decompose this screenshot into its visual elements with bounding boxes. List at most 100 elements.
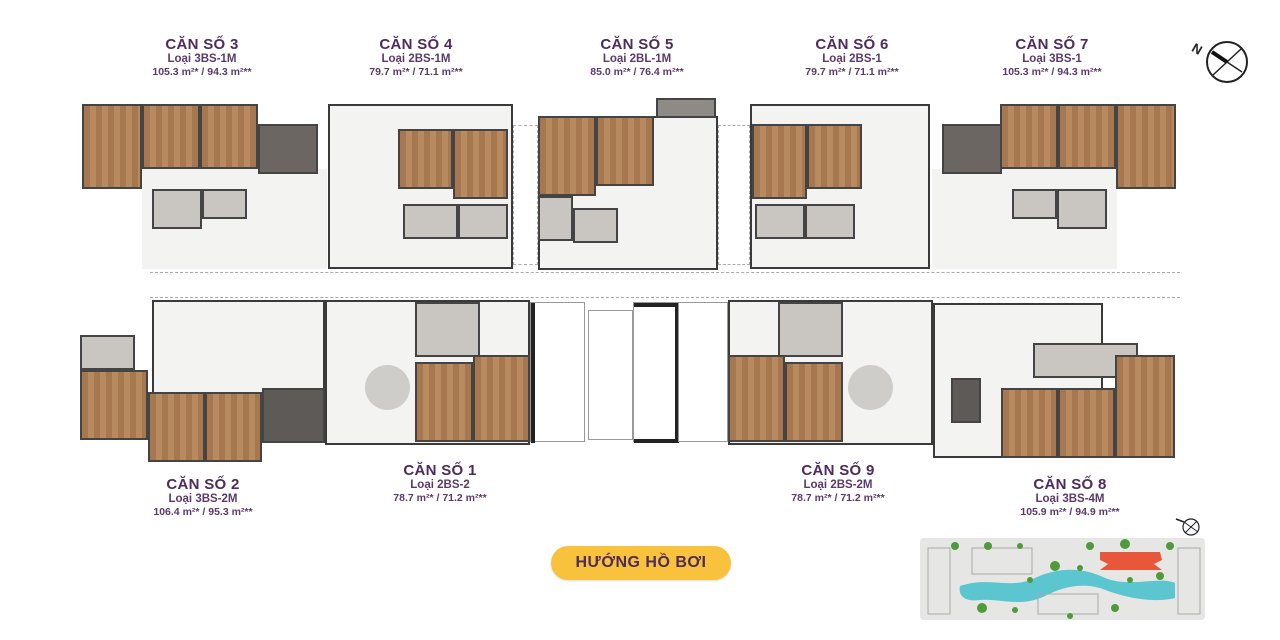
bedroom — [752, 124, 807, 199]
unit-7-label: CĂN SỐ 7 Loại 3BS-1 105.3 m²* / 94.3 m²*… — [967, 36, 1137, 79]
unit-title: CĂN SỐ 6 — [815, 36, 889, 53]
unit-title: CĂN SỐ 8 — [1033, 476, 1107, 493]
bedroom — [1058, 104, 1116, 169]
bedroom — [728, 355, 785, 442]
bathroom — [80, 335, 135, 370]
bathroom — [415, 302, 480, 357]
unit-title: CĂN SỐ 7 — [1015, 36, 1089, 53]
unit-area: 78.7 m²* / 71.2 m²** — [791, 492, 885, 505]
unit-title: CĂN SỐ 1 — [403, 462, 477, 479]
unit-area: 85.0 m²* / 76.4 m²** — [590, 66, 684, 79]
bedroom — [807, 124, 862, 189]
unit-type: Loại 3BS-2M — [168, 493, 238, 506]
highlighted-tower — [1100, 552, 1162, 570]
trees — [951, 539, 1174, 619]
bedroom — [1058, 388, 1115, 458]
living-rug — [951, 378, 981, 423]
unit-1-label: CĂN SỐ 1 Loại 2BS-2 78.7 m²* / 71.2 m²** — [355, 462, 525, 505]
bathroom — [778, 302, 843, 357]
stair-core-right — [678, 302, 728, 442]
north-arrow-icon-small — [1175, 518, 1200, 536]
svg-text:N: N — [1190, 40, 1205, 58]
unit-9-label: CĂN SỐ 9 Loại 2BS-2M 78.7 m²* / 71.2 m²*… — [753, 462, 923, 505]
bedroom — [200, 104, 258, 169]
round-rug — [365, 365, 410, 410]
floorplan-unit-8[interactable] — [933, 303, 1175, 458]
round-rug — [848, 365, 893, 410]
living-room — [152, 300, 325, 395]
bedroom — [205, 392, 262, 462]
bedroom — [538, 116, 596, 196]
balcony — [656, 98, 716, 118]
pool-direction-button[interactable]: HƯỚNG HỒ BƠI — [551, 546, 731, 580]
bathroom — [1012, 189, 1057, 219]
bathroom — [1057, 189, 1107, 229]
bedroom — [1000, 104, 1058, 169]
unit-type: Loại 2BS-1 — [822, 53, 882, 66]
floorplan-unit-1[interactable] — [325, 300, 530, 445]
floorplan-unit-6[interactable] — [750, 104, 930, 269]
bedroom — [415, 362, 473, 442]
unit-area: 105.9 m²* / 94.9 m²** — [1020, 506, 1120, 519]
bedroom — [453, 129, 508, 199]
bathroom — [538, 196, 573, 241]
floorplan-unit-7[interactable] — [932, 104, 1177, 269]
living-rug — [262, 388, 325, 443]
unit-type: Loại 2BS-2M — [803, 479, 873, 492]
bedroom — [82, 104, 142, 189]
bedroom — [148, 392, 205, 462]
bathroom — [152, 189, 202, 229]
bathroom — [805, 204, 855, 239]
floorplan-unit-2[interactable] — [80, 300, 325, 462]
unit-title: CĂN SỐ 4 — [379, 36, 453, 53]
living-rug — [942, 124, 1002, 174]
unit-area: 105.3 m²* / 94.3 m²** — [152, 66, 252, 79]
bedroom — [473, 355, 530, 442]
floorplan-unit-9[interactable] — [728, 300, 933, 445]
unit-area: 106.4 m²* / 95.3 m²** — [153, 506, 253, 519]
elevator-core — [633, 302, 679, 443]
bathroom — [458, 204, 508, 239]
unit-3-label: CĂN SỐ 3 Loại 3BS-1M 105.3 m²* / 94.3 m²… — [117, 36, 287, 79]
corridor — [718, 125, 750, 265]
north-arrow-icon: N — [1190, 40, 1248, 83]
bedroom — [596, 116, 654, 186]
stair-core-left — [530, 302, 585, 443]
unit-type: Loại 3BS-4M — [1035, 493, 1105, 506]
central-corridor — [150, 272, 1180, 298]
unit-area: 105.3 m²* / 94.3 m²** — [1002, 66, 1102, 79]
bedroom — [785, 362, 843, 442]
tower-building — [971, 547, 1033, 575]
unit-type: Loại 3BS-1 — [1022, 53, 1082, 66]
bathroom — [573, 208, 618, 243]
unit-type: Loại 3BS-1M — [167, 53, 237, 66]
unit-2-label: CĂN SỐ 2 Loại 3BS-2M 106.4 m²* / 95.3 m²… — [118, 476, 288, 519]
tower-building — [1177, 547, 1201, 615]
corridor — [513, 125, 538, 265]
bedroom — [80, 370, 148, 440]
unit-title: CĂN SỐ 3 — [165, 36, 239, 53]
bedroom — [142, 104, 200, 169]
site-map — [920, 538, 1205, 620]
unit-type: Loại 2BS-1M — [381, 53, 451, 66]
bathroom — [755, 204, 805, 239]
shaft — [588, 310, 633, 440]
floorplan-unit-3[interactable] — [82, 104, 327, 269]
unit-6-label: CĂN SỐ 6 Loại 2BS-1 79.7 m²* / 71.1 m²** — [767, 36, 937, 79]
bedroom — [1116, 104, 1176, 189]
tower-building — [927, 547, 951, 615]
unit-5-label: CĂN SỐ 5 Loại 2BL-1M 85.0 m²* / 76.4 m²*… — [552, 36, 722, 79]
bedroom — [1001, 388, 1058, 458]
unit-area: 78.7 m²* / 71.2 m²** — [393, 492, 487, 505]
floorplan-unit-5[interactable] — [538, 98, 718, 270]
floorplan-unit-4[interactable] — [328, 104, 513, 269]
bedroom — [398, 129, 453, 189]
unit-type: Loại 2BL-1M — [602, 53, 672, 66]
pool-lake — [959, 569, 1175, 603]
unit-title: CĂN SỐ 9 — [801, 462, 875, 479]
unit-type: Loại 2BS-2 — [410, 479, 470, 492]
living-rug — [258, 124, 318, 174]
unit-title: CĂN SỐ 2 — [166, 476, 240, 493]
bedroom — [1115, 355, 1175, 458]
unit-8-label: CĂN SỐ 8 Loại 3BS-4M 105.9 m²* / 94.9 m²… — [985, 476, 1155, 519]
